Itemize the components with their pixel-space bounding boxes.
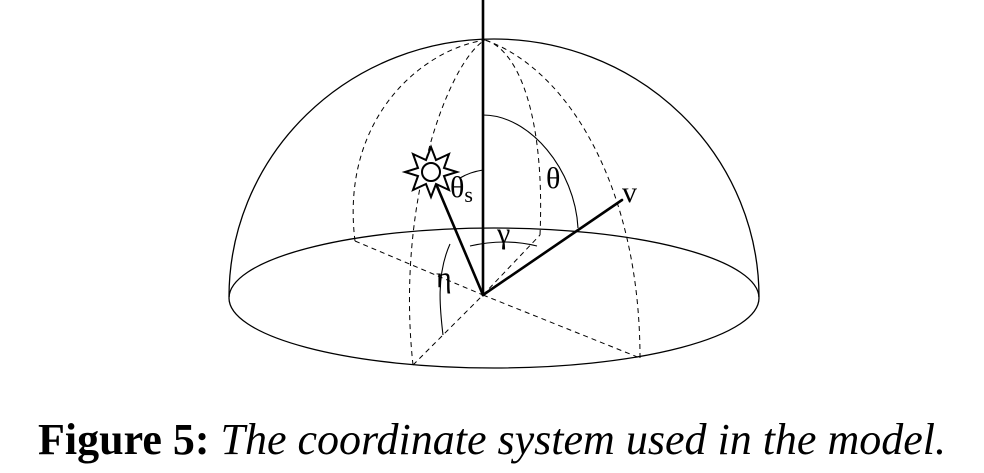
base-ellipse — [228, 227, 760, 369]
eta-label: η — [436, 261, 452, 294]
gamma-arc — [469, 241, 538, 247]
meridian-right-inner — [484, 39, 542, 236]
view-vector-label: v — [622, 176, 637, 209]
view-vector — [481, 198, 624, 297]
base-chord-sun — [412, 294, 484, 366]
eta-arc — [439, 243, 451, 336]
gamma-label: γ — [496, 217, 510, 250]
hemisphere-dome — [228, 38, 760, 298]
figure-caption: Figure 5: The coordinate system used in … — [0, 414, 984, 465]
coordinate-system-diagram: θs θ v γ η — [228, 0, 760, 369]
theta-s-arc — [459, 169, 484, 179]
base-chord-right — [482, 294, 641, 359]
sun-icon — [401, 144, 461, 200]
meridian-sun-plane — [409, 39, 486, 366]
caption-text: The coordinate system used in the model. — [220, 415, 946, 464]
sun-vector — [429, 170, 485, 297]
theta-label: θ — [546, 162, 560, 195]
base-chord-back — [482, 234, 541, 296]
caption-label: Figure 5: — [38, 415, 210, 464]
meridian-view-plane — [484, 39, 641, 359]
meridian-left — [352, 39, 486, 242]
theta-s-label: θs — [450, 171, 473, 207]
theta-arc — [482, 114, 579, 229]
